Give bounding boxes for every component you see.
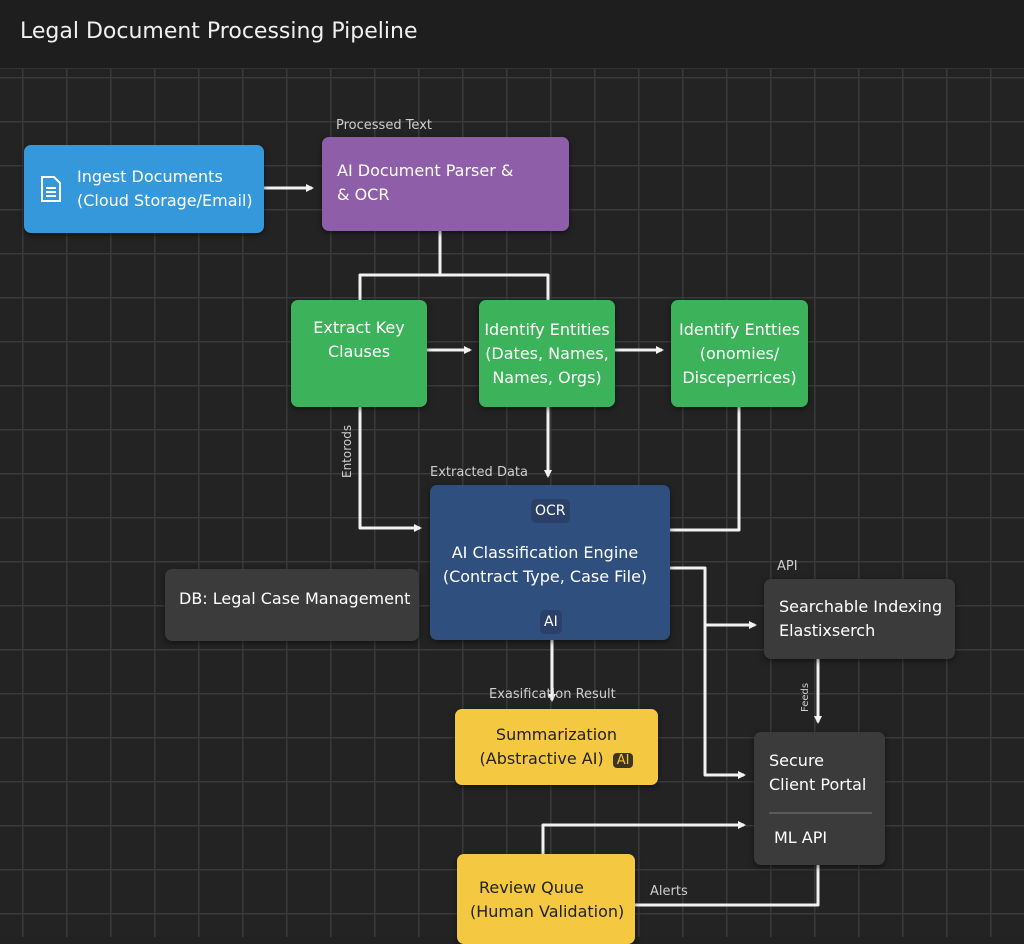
edge-label-feeds: Feeds: [800, 682, 811, 712]
edge-parser-split: [358, 231, 550, 300]
edge-extract-classification: [358, 407, 422, 532]
node-label: AI Classification Engine: [451, 543, 639, 562]
node-label: Review Quue: [479, 878, 584, 897]
ai-badge: AI: [612, 753, 634, 768]
node-label: Summarization: [495, 725, 618, 744]
edge-identify2-classification: [670, 407, 741, 532]
edge-label-alerts: Alerts: [650, 884, 688, 899]
node-summarization[interactable]: Summarization (Abstractive AI) AI: [455, 709, 658, 785]
node-ingest-documents[interactable]: Ingest Documents (Cloud Storage/Email): [24, 145, 264, 233]
node-label: (Dates, Names,: [485, 343, 609, 363]
node-label: & OCR: [337, 185, 390, 204]
node-label: (Abstractive AI) AI: [455, 747, 658, 773]
edge-classification-portal: [670, 566, 746, 779]
ocr-badge: OCR: [531, 499, 570, 523]
node-label: Disceperrices): [682, 367, 797, 387]
node-extract-key-clauses[interactable]: Extract Key Clauses: [291, 300, 427, 407]
node-ai-classification-engine[interactable]: OCR AI Classification Engine (Contract T…: [430, 485, 670, 640]
node-label: (Human Validation): [470, 902, 625, 921]
node-label: Names, Orgs): [492, 367, 602, 387]
node-label: Secure: [769, 751, 825, 770]
divider: [769, 812, 872, 814]
node-label: Identify Entties: [679, 319, 800, 339]
node-secure-client-portal[interactable]: Secure Client Portal ML API: [754, 732, 885, 865]
edge-portal-review: [635, 865, 820, 907]
edge-label-extracted-data: Extracted Data: [430, 465, 528, 480]
page-title: Legal Document Processing Pipeline: [20, 19, 418, 44]
node-ai-document-parser[interactable]: AI Document Parser & & OCR: [322, 137, 569, 231]
edge-label-classification-result: Exasification Result: [489, 687, 616, 702]
node-label: AI Document Parser &: [337, 161, 514, 180]
node-label: DB: Legal Case Management: [179, 589, 411, 608]
node-label: Client Portal: [769, 775, 867, 794]
edge-review-portal: [541, 821, 746, 854]
node-identify-entities[interactable]: Identify Entities (Dates, Names, Names, …: [479, 300, 615, 407]
node-identify-entities-2[interactable]: Identify Entties (onomies/ Disceperrices…: [671, 300, 808, 407]
node-review-queue[interactable]: Review Quue (Human Validation): [457, 854, 635, 944]
node-label: (Contract Type, Case File): [442, 567, 648, 586]
node-label: Elastixserch: [779, 621, 876, 640]
node-searchable-indexing[interactable]: Searchable Indexing Elastixserch: [764, 579, 955, 659]
document-icon: [41, 176, 61, 202]
node-db-legal-case-management[interactable]: DB: Legal Case Management: [165, 569, 419, 641]
node-label: Searchable Indexing: [779, 597, 943, 616]
node-label: (Cloud Storage/Email): [77, 191, 253, 210]
edge-label-api: API: [777, 559, 798, 574]
edge-label-processed-text: Processed Text: [336, 118, 432, 133]
node-label: ML API: [774, 828, 828, 847]
ai-badge: AI: [540, 610, 562, 634]
edge-label-entorods: Entorods: [340, 424, 354, 478]
node-label: Clauses: [327, 341, 391, 361]
node-label: (onomies/: [699, 343, 780, 363]
node-label: Identify Entities: [484, 319, 610, 339]
node-label: Extract Key: [313, 317, 405, 337]
title-bar: Legal Document Processing Pipeline: [0, 0, 1024, 69]
node-label: Ingest Documents: [77, 167, 223, 186]
